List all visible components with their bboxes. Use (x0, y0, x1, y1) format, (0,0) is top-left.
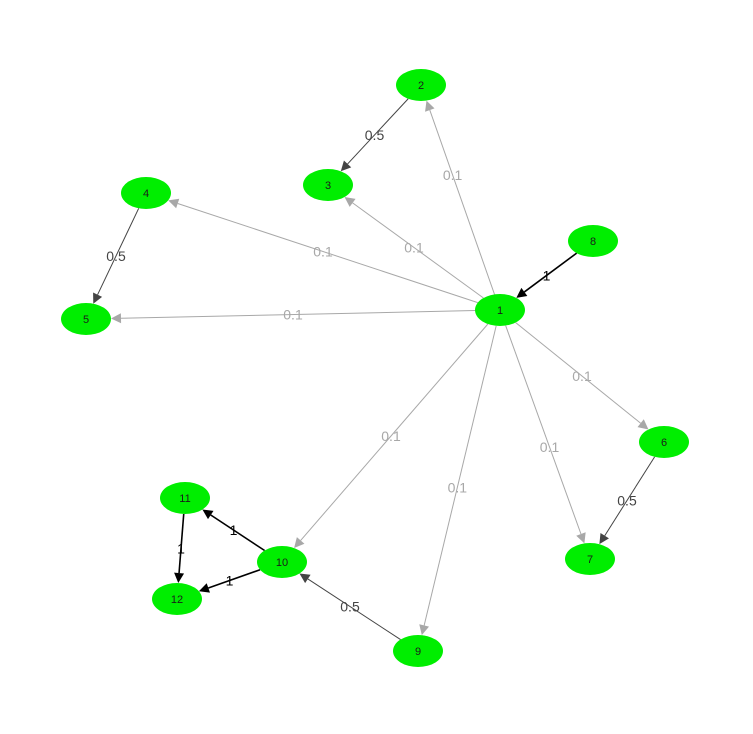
arrowhead-9-10 (299, 573, 311, 584)
edge-weight-label: 0.5 (365, 127, 385, 143)
node-6: 6 (639, 426, 689, 458)
edge-1-3 (352, 202, 484, 299)
edge-weight-label: 1 (543, 268, 551, 284)
edge-weight-label: 0.5 (340, 599, 360, 615)
edge-weight-label: 0.5 (617, 493, 637, 509)
arrowhead-2-3 (340, 160, 352, 172)
edge-4-5 (97, 208, 140, 295)
node-circle (160, 482, 210, 514)
node-label: 4 (143, 188, 149, 200)
edge-1-2 (429, 109, 495, 295)
node-circle (565, 543, 615, 575)
node-12: 12 (152, 583, 202, 615)
edge-weight-label: 0.1 (448, 479, 468, 495)
node-circle (568, 225, 618, 257)
edge-1-10 (300, 323, 489, 541)
edge-11-12 (178, 513, 185, 574)
node-7: 7 (565, 543, 615, 575)
arrowhead-1-3 (344, 197, 356, 207)
arrowhead-1-5 (110, 313, 122, 324)
edge-2-3 (347, 98, 409, 165)
edge-weight-label: 0.1 (443, 167, 463, 183)
arrowhead-10-11 (202, 509, 214, 520)
edge-10-12 (208, 568, 261, 589)
edge-1-4 (177, 203, 478, 304)
node-label: 1 (497, 305, 503, 317)
arrowhead-8-1 (516, 287, 528, 298)
edge-1-6 (515, 322, 641, 424)
node-9: 9 (393, 635, 443, 667)
node-label: 2 (418, 80, 424, 92)
edge-weight-label: 0.5 (106, 248, 126, 264)
node-circle (393, 635, 443, 667)
arrowhead-4-5 (93, 292, 103, 304)
edge-9-10 (307, 578, 401, 640)
edge-6-7 (604, 456, 656, 536)
node-label: 3 (325, 180, 331, 192)
node-label: 7 (587, 554, 593, 566)
edge-weight-label: 0.1 (313, 244, 333, 260)
node-circle (257, 546, 307, 578)
node-circle (61, 303, 111, 335)
edge-8-1 (523, 252, 578, 293)
edge-weight-label: 1 (226, 573, 234, 589)
node-5: 5 (61, 303, 111, 335)
node-circle (475, 294, 525, 326)
node-3: 3 (303, 169, 353, 201)
node-label: 9 (415, 646, 421, 658)
arrowhead-1-7 (576, 532, 586, 544)
arrowhead-1-6 (637, 419, 649, 430)
edge-weight-label: 1 (177, 541, 185, 557)
node-2: 2 (396, 69, 446, 101)
edge-weight-label: 0.1 (404, 240, 424, 256)
node-8: 8 (568, 225, 618, 257)
node-circle (121, 177, 171, 209)
node-4: 4 (121, 177, 171, 209)
arrowhead-1-10 (294, 537, 305, 549)
edge-weight-label: 0.1 (381, 428, 401, 444)
arrowhead-1-2 (425, 100, 435, 112)
node-label: 6 (661, 437, 667, 449)
arrowhead-11-12 (174, 572, 185, 584)
node-11: 11 (160, 482, 210, 514)
node-label: 8 (590, 236, 596, 248)
node-label: 10 (276, 557, 288, 569)
node-circle (396, 69, 446, 101)
node-label: 12 (171, 594, 183, 606)
edge-weight-label: 0.1 (283, 307, 303, 323)
node-label: 5 (83, 314, 89, 326)
node-10: 10 (257, 546, 307, 578)
edge-1-7 (505, 325, 582, 535)
arrowhead-1-9 (419, 624, 430, 636)
node-label: 11 (179, 493, 190, 505)
arrowhead-6-7 (599, 533, 609, 545)
arrowhead-10-12 (198, 583, 210, 593)
node-circle (303, 169, 353, 201)
edge-1-5 (120, 310, 476, 319)
edge-weight-label: 1 (230, 522, 238, 538)
node-circle (152, 583, 202, 615)
edge-weight-label: 0.1 (540, 439, 560, 455)
edge-1-9 (423, 325, 497, 626)
node-1: 1 (475, 294, 525, 326)
arrowhead-1-4 (168, 198, 180, 209)
edge-10-11 (210, 514, 266, 552)
edge-weight-label: 0.1 (572, 368, 592, 384)
node-circle (639, 426, 689, 458)
